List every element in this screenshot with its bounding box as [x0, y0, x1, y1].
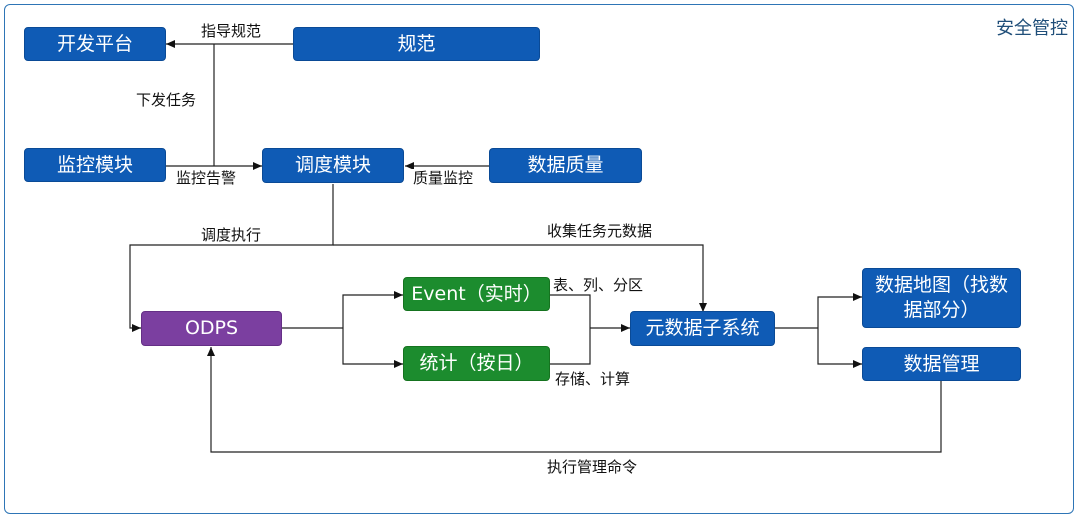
node-jiankong-mokuai[interactable]: 监控模块 — [24, 148, 166, 182]
edge-to-tongji — [342, 328, 403, 368]
label-diaodu-zhixing: 调度执行 — [200, 226, 263, 244]
diagram-title: 安全管控 — [996, 18, 1068, 39]
node-event-shishi[interactable]: Event（实时） — [403, 277, 550, 311]
edge-shouji — [333, 244, 707, 312]
label-xiafa-renwu: 下发任务 — [135, 91, 198, 109]
node-tongji-anri[interactable]: 统计（按日） — [403, 346, 550, 381]
label-cunchu-jisuan: 存储、计算 — [554, 370, 632, 388]
label-zhiliang-jiankong: 质量监控 — [412, 169, 475, 187]
label-shouji-yuanshuju: 收集任务元数据 — [546, 222, 654, 240]
node-yuanshuju-zixitong[interactable]: 元数据子系统 — [630, 311, 775, 346]
edge-tongji-yuan — [550, 328, 591, 365]
label-biao-lie-fenqu: 表、列、分区 — [552, 276, 645, 294]
edge-to-event — [342, 291, 403, 328]
node-guifan[interactable]: 规范 — [293, 27, 540, 61]
label-zhixing-guanli-mingling: 执行管理命令 — [546, 458, 639, 476]
edge-guanli-odps — [207, 347, 942, 453]
security-frame — [4, 4, 1074, 514]
label-zhidao-guifan: 指导规范 — [200, 22, 263, 40]
node-kaifa-pingtai[interactable]: 开发平台 — [24, 27, 166, 61]
node-shuju-ditu[interactable]: 数据地图（找数 据部分） — [862, 268, 1021, 328]
node-shuju-guanli[interactable]: 数据管理 — [862, 347, 1021, 381]
edge-diaodu-odps — [129, 184, 334, 332]
edge-to-guanli — [817, 328, 862, 368]
edge-to-ditu — [817, 293, 862, 328]
node-odps[interactable]: ODPS — [141, 311, 282, 346]
node-diaodu-mokuai[interactable]: 调度模块 — [262, 148, 404, 183]
label-jiankong-gaojing: 监控告警 — [175, 169, 238, 187]
edge-event-yuan — [550, 294, 591, 328]
node-shuju-zhiliang[interactable]: 数据质量 — [489, 148, 642, 183]
